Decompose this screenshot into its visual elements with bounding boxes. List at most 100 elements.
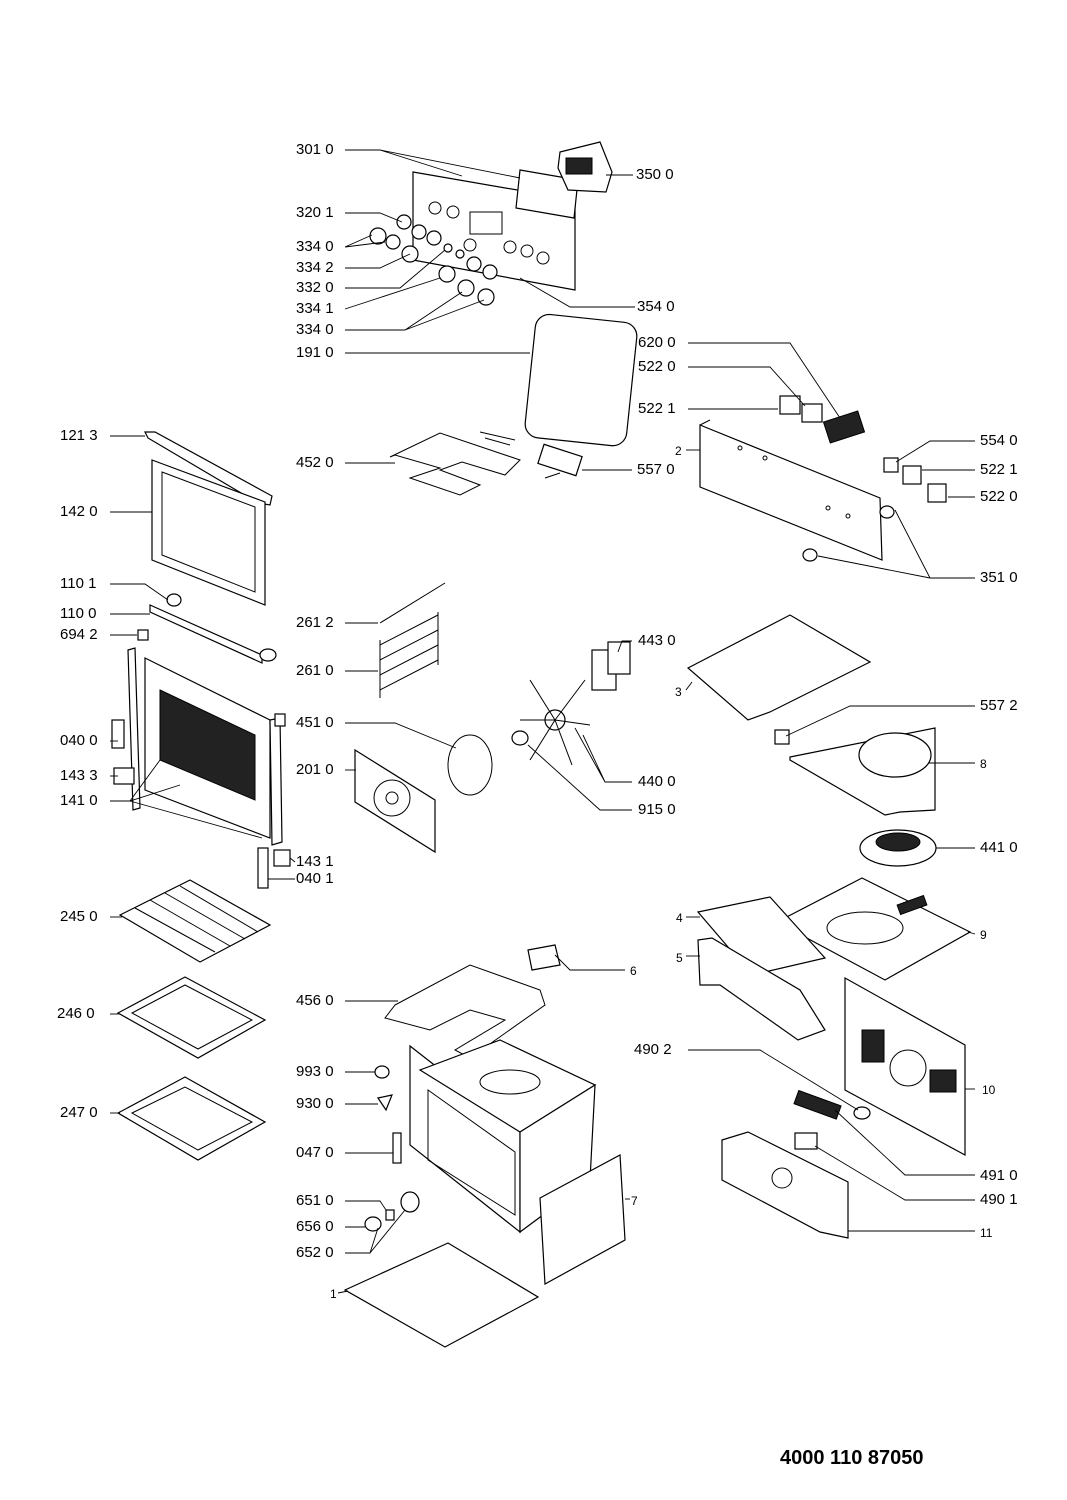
label-301-0: 301 0 [296, 141, 334, 158]
label-443-0: 443 0 [638, 632, 676, 649]
label-334-0-b: 334 0 [296, 321, 334, 338]
label-452-0: 452 0 [296, 454, 334, 471]
fan-shroud-8 [789, 727, 936, 816]
label-047-0: 047 0 [296, 1144, 334, 1161]
clip-557-2 [774, 729, 790, 745]
label-141-0: 141 0 [60, 792, 98, 809]
label-332-0: 332 0 [296, 279, 334, 296]
label-490-1: 490 1 [980, 1191, 1018, 1208]
fan-nut-915 [511, 730, 529, 746]
label-557-2: 557 2 [980, 697, 1018, 714]
label-3: 3 [675, 685, 682, 699]
label-6: 6 [630, 964, 637, 978]
label-245-0: 245 0 [60, 908, 98, 925]
cooling-fan-441 [859, 829, 937, 867]
lamp-parts-651-656-652 [364, 1191, 420, 1232]
label-110-1: 110 1 [60, 575, 97, 592]
label-620-0: 620 0 [638, 334, 676, 351]
label-522-0-a: 522 0 [638, 358, 676, 375]
label-440-0: 440 0 [638, 773, 676, 790]
door-seal-191 [524, 313, 638, 447]
label-554-0: 554 0 [980, 432, 1018, 449]
terminal-block-491 [793, 1089, 842, 1120]
label-1: 1 [330, 1287, 337, 1301]
switch-490-1 [794, 1132, 818, 1150]
label-652-0: 652 0 [296, 1244, 334, 1261]
label-11: 11 [980, 1226, 993, 1240]
label-143-1: 143 1 [296, 853, 334, 870]
leader-lines [110, 149, 976, 1294]
door-hinge-110-1 [166, 593, 182, 607]
top-cover-3 [686, 614, 872, 721]
label-201-0: 201 0 [296, 761, 334, 778]
label-656-0: 656 0 [296, 1218, 334, 1235]
label-121-3: 121 3 [60, 427, 98, 444]
door-bottom-trim-110 [149, 604, 263, 664]
label-490-2: 490 2 [634, 1041, 672, 1058]
bottom-panel-1 [343, 1242, 540, 1348]
label-320-1: 320 1 [296, 204, 334, 221]
label-110-0: 110 0 [60, 605, 97, 622]
switches-522-620 [779, 395, 947, 562]
small-parts-993-930-047 [374, 1065, 402, 1164]
label-651-0: 651 0 [296, 1192, 334, 1209]
label-8: 8 [980, 757, 987, 771]
label-354-0: 354 0 [637, 298, 675, 315]
label-522-1-b: 522 1 [980, 461, 1018, 478]
hinge-040-0 [111, 719, 125, 749]
control-cassette-2 [699, 419, 883, 561]
fan-blade-440 [520, 679, 591, 766]
label-261-0: 261 0 [296, 662, 334, 679]
label-191-0: 191 0 [296, 344, 334, 361]
control-panel-301 [412, 169, 579, 291]
grill-element-452 [389, 432, 521, 496]
label-7: 7 [631, 1194, 638, 1208]
label-143-3: 143 3 [60, 767, 98, 784]
label-334-1: 334 1 [296, 300, 334, 317]
label-246-0: 246 0 [57, 1005, 95, 1022]
base-plate-9 [775, 877, 972, 981]
door-inner-141 [127, 647, 283, 846]
label-2: 2 [675, 444, 682, 458]
label-522-1-a: 522 1 [638, 400, 676, 417]
label-334-2: 334 2 [296, 259, 334, 276]
label-4: 4 [676, 911, 683, 925]
label-5: 5 [676, 951, 683, 965]
label-040-1: 040 1 [296, 870, 334, 887]
knobs-320-334-332 [369, 214, 498, 306]
hinge-040-1 [257, 847, 269, 889]
programmer-module-350 [557, 141, 613, 193]
document-number: 4000 110 87050 [780, 1447, 924, 1469]
shelf-runners-261 [379, 612, 439, 698]
label-557-0: 557 0 [637, 461, 675, 478]
circular-element-451 [447, 734, 493, 796]
side-panel-7 [539, 1154, 626, 1285]
label-350-0: 350 0 [636, 166, 674, 183]
baking-tray-246 [116, 976, 267, 1059]
label-142-0: 142 0 [60, 503, 98, 520]
label-441-0: 441 0 [980, 839, 1018, 856]
bracket-6 [527, 944, 561, 971]
label-491-0: 491 0 [980, 1167, 1018, 1184]
label-930-0: 930 0 [296, 1095, 334, 1112]
label-10: 10 [982, 1083, 996, 1097]
rear-panel-10 [844, 976, 966, 1157]
shelf-support-rail-261-2 [379, 582, 446, 624]
label-993-0: 993 0 [296, 1063, 334, 1080]
label-351-0: 351 0 [980, 569, 1018, 586]
label-261-2: 261 2 [296, 614, 334, 631]
oven-cavity [409, 1039, 597, 1234]
side-bracket-5 [697, 937, 826, 1041]
label-451-0: 451 0 [296, 714, 334, 731]
wire-shelf-245 [118, 879, 272, 963]
label-694-2: 694 2 [60, 626, 98, 643]
door-outer-glass-142 [151, 459, 266, 606]
door-top-trim-121 [144, 431, 273, 506]
thermostat-557 [537, 443, 583, 479]
deep-tray-247 [116, 1076, 267, 1161]
label-915-0: 915 0 [638, 801, 676, 818]
label-334-0-a: 334 0 [296, 238, 334, 255]
label-522-0-b: 522 0 [980, 488, 1018, 505]
hinge-143-1 [273, 849, 291, 867]
